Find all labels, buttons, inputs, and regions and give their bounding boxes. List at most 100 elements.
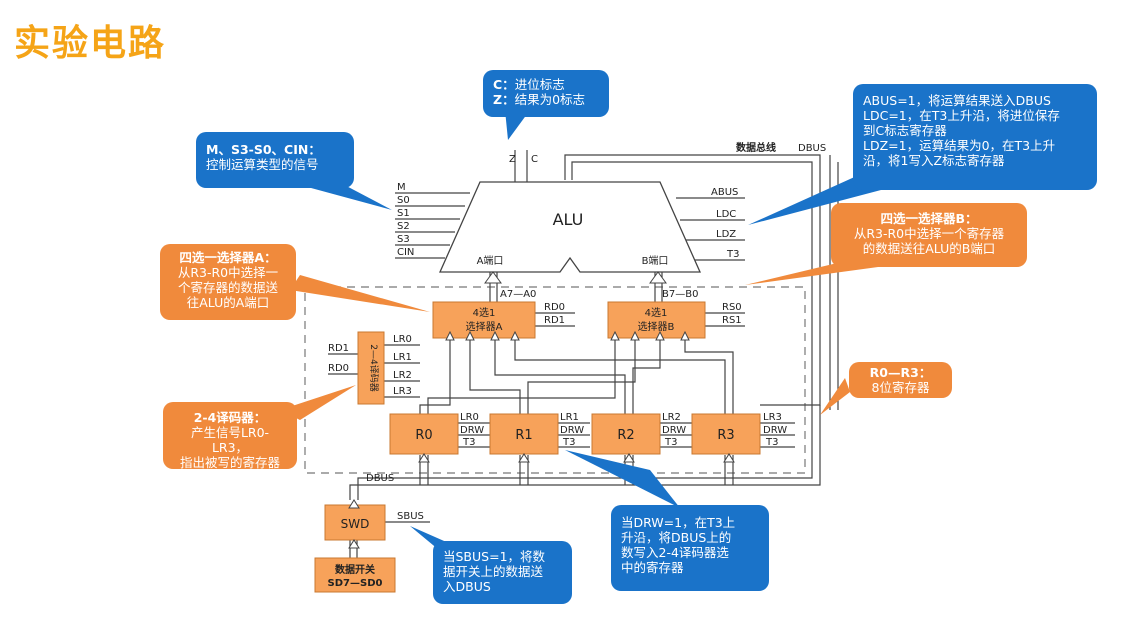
callout-sbus-l2: 据开关上的数据送 <box>443 564 544 579</box>
callout-dec-l2: 指出被写的寄存器 <box>179 455 280 470</box>
signal-abus: ABUS <box>711 187 738 198</box>
callout-drw: 当DRW=1，在T3上 升沿，将DBUS上的 数写入2-4译码器选 中的寄存器 <box>611 505 769 591</box>
r0-lr: LR0 <box>460 412 479 423</box>
decoder-in-rd1: RD1 <box>328 343 349 354</box>
r1-t3: T3 <box>562 437 575 448</box>
callout-abus-l2: LDC=1，在T3上升沿，将进位保存 <box>863 108 1060 123</box>
mux-b-rs1: RS1 <box>722 315 742 326</box>
callout-sel-a-l2: 个寄存器的数据送 <box>177 280 278 295</box>
signal-s2: S2 <box>397 221 410 232</box>
swd-sbus-label: SBUS <box>397 511 424 522</box>
decoder-out-lr0: LR0 <box>393 334 412 345</box>
callout-sbus-l1: 当SBUS=1，将数 <box>443 549 546 564</box>
callout-sbus-l3: 入DBUS <box>443 579 491 594</box>
callout-sel-b-title: 四选一选择器B： <box>880 211 978 226</box>
callout-sbus: 当SBUS=1，将数 据开关上的数据送 入DBUS <box>433 541 572 604</box>
register-r1-block <box>489 413 559 455</box>
callout-registers: R0—R3： 8位寄存器 <box>849 362 952 398</box>
callout-sel-b-l2: 的数据送往ALU的B端口 <box>862 241 996 256</box>
mux-b-line2: 选择器B <box>638 320 675 333</box>
switch-line1: 数据开关 <box>335 563 375 576</box>
callout-regs-body: 8位寄存器 <box>871 380 930 395</box>
callout-alu-control: M、S3-S0、CIN： 控制运算类型的信号 <box>196 132 354 188</box>
callout-abus-l5: 沿，将1写入Z标志寄存器 <box>863 153 1005 168</box>
decoder-block <box>357 331 385 405</box>
signal-t3: T3 <box>726 249 739 260</box>
callout-m-title: M、S3-S0、CIN： <box>206 142 321 157</box>
page-title: 实验电路 <box>14 23 167 64</box>
swd-dbus-label: DBUS <box>366 473 394 484</box>
callout-sel-a-l3: 往ALU的A端口 <box>186 295 270 310</box>
callout-m-body: 控制运算类型的信号 <box>206 157 319 172</box>
callout-dec-title: 2-4译码器： <box>193 410 267 425</box>
mux-b-rs0: RS0 <box>722 302 742 313</box>
callout-drw-l2: 升沿，将DBUS上的 <box>621 530 732 545</box>
callout-regs-title: R0—R3： <box>869 365 932 380</box>
callout-drw-l4: 中的寄存器 <box>621 560 684 575</box>
selector-b-block <box>607 301 706 339</box>
alu-c-label: C <box>531 154 538 165</box>
swd-label: SWD <box>341 517 370 531</box>
callout-dec-l1: 产生信号LR0-LR3， <box>190 425 270 455</box>
mux-a-rd1: RD1 <box>544 315 565 326</box>
r0-label: R0 <box>415 428 432 443</box>
callout-decoder: 2-4译码器： 产生信号LR0-LR3， 指出被写的寄存器 <box>163 402 297 470</box>
callout-abus-ldc-ldz: ABUS=1，将运算结果送入DBUS LDC=1，在T3上升沿，将进位保存 到C… <box>853 84 1097 190</box>
callout-abus-l4: LDZ=1，运算结果为0，在T3上升 <box>863 138 1056 153</box>
alu-block <box>438 181 702 273</box>
decoder-label: 2—4译码器 <box>368 344 379 391</box>
signal-ldz: LDZ <box>716 229 736 240</box>
data-bus-line <box>564 154 821 406</box>
register-r0-block <box>389 413 459 455</box>
r2-lr: LR2 <box>662 412 681 423</box>
callout-abus-l1: ABUS=1，将运算结果送入DBUS <box>863 93 1051 108</box>
register-r2-block <box>591 413 661 455</box>
callout-drw-l1: 当DRW=1，在T3上 <box>621 515 736 530</box>
mux-a-line1: 4选1 <box>473 306 496 319</box>
register-region-dashed-box <box>304 286 806 474</box>
r0-drw: DRW <box>460 425 484 436</box>
callout-sel-a-title: 四选一选择器A： <box>179 250 277 265</box>
signal-s0: S0 <box>397 195 410 206</box>
callout-carry-zero: C：进位标志 Z：结果为0标志 <box>483 70 609 117</box>
alu-label: ALU <box>553 210 584 229</box>
callout-c-text: 进位标志 <box>514 77 565 92</box>
r3-t3: T3 <box>765 437 778 448</box>
r2-label: R2 <box>617 428 634 443</box>
mux-a-rd0: RD0 <box>544 302 565 313</box>
callout-abus-l3: 到C标志寄存器 <box>863 123 947 138</box>
r3-label: R3 <box>717 428 734 443</box>
callout-selector-a: 四选一选择器A： 从R3-R0中选择一 个寄存器的数据送 往ALU的A端口 <box>160 244 296 320</box>
signal-ldc: LDC <box>716 209 736 220</box>
decoder-out-lr2: LR2 <box>393 370 412 381</box>
swd-block <box>324 504 386 541</box>
mux-b-bus: B7—B0 <box>662 289 698 300</box>
signal-m: M <box>397 182 406 193</box>
bus-name: DBUS <box>798 143 826 154</box>
callout-z-text: 结果为0标志 <box>514 92 586 107</box>
signal-cin: CIN <box>397 247 414 258</box>
decoder-out-lr3: LR3 <box>393 386 412 397</box>
alu-z-label: Z <box>509 154 516 165</box>
r1-lr: LR1 <box>560 412 579 423</box>
mux-a-bus: A7—A0 <box>500 289 536 300</box>
mux-a-line2: 选择器A <box>466 320 503 333</box>
mux-b-line1: 4选1 <box>645 306 668 319</box>
callout-sel-b-l1: 从R3-R0中选择一个寄存器 <box>853 226 1005 241</box>
callout-z-key: Z： <box>493 92 515 107</box>
data-switch-block <box>314 557 396 593</box>
decoder-in-rd0: RD0 <box>328 363 349 374</box>
switch-line2: SD7—SD0 <box>328 578 383 589</box>
callout-sel-a-l1: 从R3-R0中选择一 <box>177 265 279 280</box>
decoder-out-lr1: LR1 <box>393 352 412 363</box>
alu-port-b: B端口 <box>642 254 669 267</box>
r3-lr: LR3 <box>763 412 782 423</box>
signal-s1: S1 <box>397 208 410 219</box>
r3-drw: DRW <box>763 425 787 436</box>
r1-label: R1 <box>515 428 532 443</box>
register-r3-block <box>691 413 761 455</box>
bus-title: 数据总线 <box>736 141 776 154</box>
signal-s3: S3 <box>397 234 410 245</box>
callout-c-key: C： <box>493 77 515 92</box>
callout-selector-b: 四选一选择器B： 从R3-R0中选择一个寄存器 的数据送往ALU的B端口 <box>831 203 1027 267</box>
